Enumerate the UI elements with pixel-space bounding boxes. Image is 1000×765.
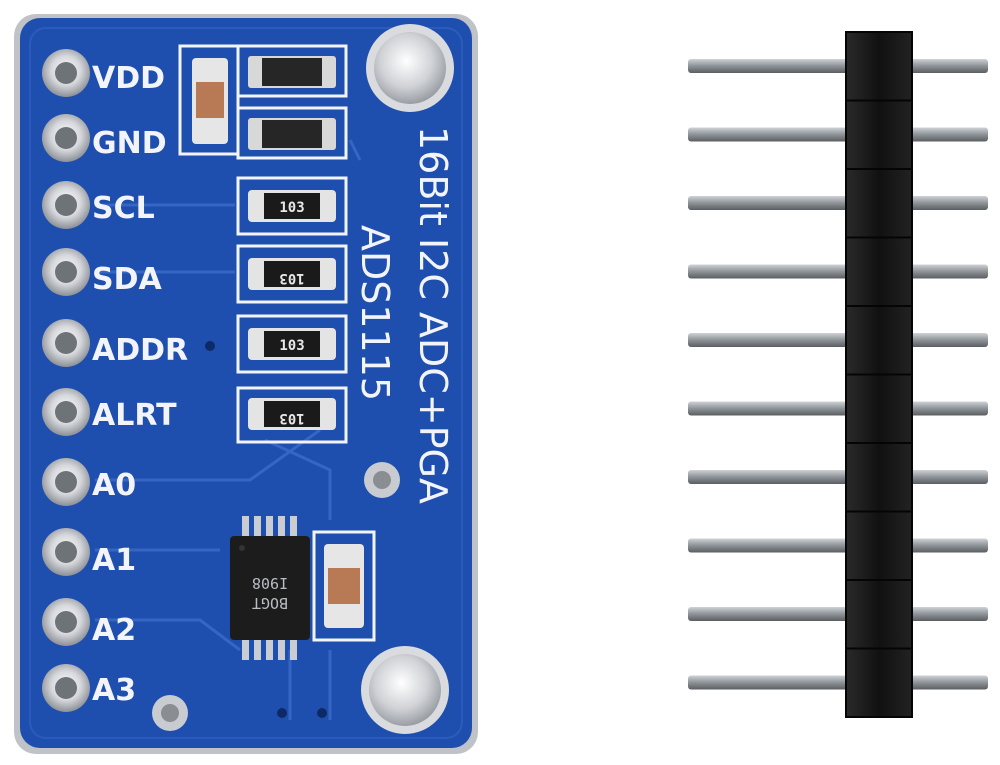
pin-label-sda: SDA: [92, 262, 163, 297]
header-block-segment: [845, 647, 913, 718]
mounting-hole-top: [366, 24, 454, 112]
header-pin: [688, 59, 988, 73]
header-block-segment: [845, 236, 913, 307]
board-title-line1: 16Bit I2C ADC+PGA: [411, 126, 455, 504]
header-pin: [688, 607, 988, 621]
header-plastic: [845, 31, 913, 718]
pin-pad-vdd: [42, 49, 90, 97]
capacitor-top: [192, 58, 228, 144]
pin-label-vdd: VDD: [92, 61, 165, 96]
pin-header: [688, 31, 988, 718]
pin-label-gnd: GND: [92, 126, 167, 161]
pin-labels: VDD GND SCL SDA ADDR ALRT A0 A1 A2 A3: [92, 61, 188, 708]
header-block-segment: [845, 579, 913, 650]
pin-label-a0: A0: [92, 468, 136, 503]
chip-marking-1: I908: [252, 574, 288, 592]
resistor-3: 103: [248, 328, 336, 360]
adc-board: VDD GND SCL SDA ADDR ALRT A0 A1 A2 A3: [14, 14, 478, 754]
resistor-2: 103: [248, 258, 336, 290]
smd-component-1: [248, 56, 336, 88]
header-pin: [688, 196, 988, 210]
pin-pad-a2: [42, 598, 90, 646]
pin-pad-addr: [42, 319, 90, 367]
resistor-4: 103: [248, 398, 336, 430]
ic-chip: I908 BOGT: [230, 516, 310, 660]
resistor-1-code: 103: [279, 200, 304, 216]
pin-pad-gnd: [42, 114, 90, 162]
pin-label-a2: A2: [92, 613, 136, 648]
header-pins: [688, 59, 988, 690]
header-pin: [688, 538, 988, 553]
pin-label-addr: ADDR: [92, 333, 188, 368]
pin-label-a1: A1: [92, 543, 136, 578]
pin-label-scl: SCL: [92, 191, 155, 226]
pin-pad-a3: [42, 664, 90, 712]
resistor-4-code: 103: [279, 410, 304, 426]
pin-label-a3: A3: [92, 673, 136, 708]
resistor-3-code: 103: [279, 338, 304, 354]
capacitor-bottom: [324, 544, 364, 628]
header-pin: [688, 127, 988, 142]
pin-pad-alrt: [42, 388, 90, 436]
pin-pad-sda: [42, 248, 90, 296]
pin-label-alrt: ALRT: [92, 398, 177, 433]
resistor-1: 103: [248, 190, 336, 222]
header-block-segment: [845, 442, 913, 513]
board-title: 16Bit I2C ADC+PGA: [411, 126, 455, 504]
pcb-traces: [95, 139, 362, 720]
pin-pad-a0: [42, 458, 90, 506]
header-pin: [688, 401, 988, 416]
pin-pad-scl: [42, 181, 90, 229]
header-block-segment: [845, 305, 913, 376]
header-pin: [688, 333, 988, 347]
pin-pads: [42, 49, 90, 712]
chip-marking-2: BOGT: [252, 594, 288, 612]
board-title-line2: ADS1115: [353, 225, 397, 401]
smd-component-2: [248, 118, 336, 150]
header-block-segment: [845, 510, 913, 581]
header-block-segment: [845, 373, 913, 444]
header-pin: [688, 675, 988, 690]
component-outlines: [178, 44, 376, 642]
header-pin: [688, 470, 988, 484]
header-block-segment: [845, 168, 913, 239]
board-subtitle: ADS1115: [353, 225, 397, 401]
pin-pad-a1: [42, 528, 90, 576]
header-block-segment: [845, 31, 913, 102]
pcb-vias: [152, 341, 400, 731]
resistor-2-code: 103: [279, 270, 304, 286]
header-block-segment: [845, 99, 913, 170]
mounting-hole-bottom: [361, 646, 449, 734]
header-pin: [688, 264, 988, 279]
